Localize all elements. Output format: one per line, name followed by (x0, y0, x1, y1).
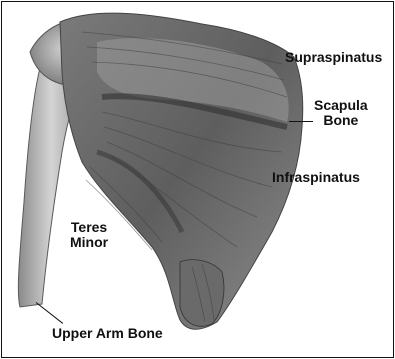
label-scapula-line2: Bone (314, 113, 368, 128)
label-scapula-bone: Scapula Bone (314, 98, 368, 127)
label-teres-line2: Minor (70, 235, 108, 250)
label-supraspinatus: Supraspinatus (285, 50, 382, 65)
lower-blade-shape (180, 260, 224, 327)
scapula-leader-line (289, 121, 313, 122)
label-teres-line1: Teres (70, 220, 108, 235)
label-upper-arm-bone: Upper Arm Bone (52, 326, 163, 341)
label-scapula-line1: Scapula (314, 98, 368, 113)
label-infraspinatus: Infraspinatus (272, 170, 360, 185)
label-teres-minor: Teres Minor (70, 220, 108, 249)
